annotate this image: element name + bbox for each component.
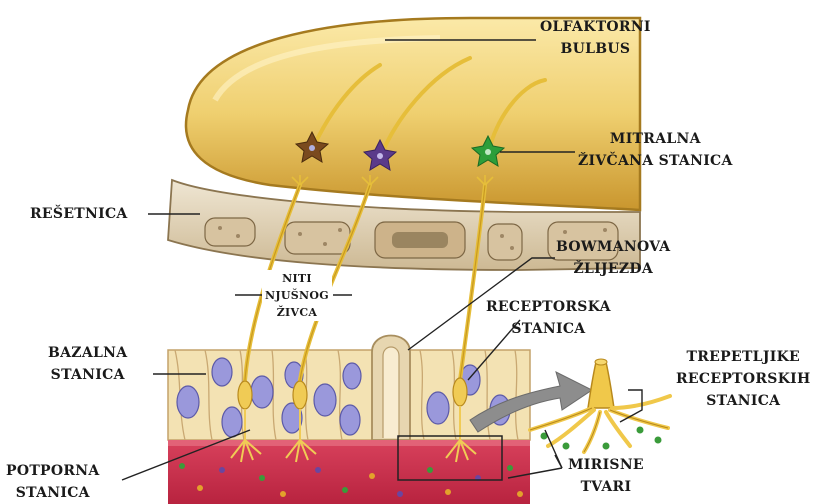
label-cilia-line3: STANICA [676,390,811,412]
label-mitral-cell: MITRALNA ŽIVČANA STANICA [578,128,733,172]
label-nerve-fibers-line1: NITI [262,270,332,287]
label-olfactory-bulb-line2: BULBUS [540,38,651,60]
label-odorants-line2: TVARI [568,476,644,498]
cilia-detail [530,359,670,452]
label-basal-cell: BAZALNA STANICA [48,342,127,386]
label-cilia-line2: RECEPTORSKIH [676,368,811,390]
label-cribriform-plate: REŠETNICA [30,203,128,225]
label-receptor-cell-line1: RECEPTORSKA [486,296,611,318]
label-odorants: MIRISNE TVARI [568,454,644,498]
label-cilia: TREPETLJIKE RECEPTORSKIH STANICA [676,346,811,412]
label-bowman-gland: BOWMANOVA ŽLIJEZDA [556,236,670,280]
label-supporting-cell-line1: POTPORNA [6,460,100,482]
label-bowman-gland-line2: ŽLIJEZDA [556,258,670,280]
label-nerve-fibers-line3: ŽIVCA [262,304,332,321]
label-mitral-cell-line1: MITRALNA [578,128,733,150]
label-receptor-cell-line2: STANICA [486,318,611,340]
label-cribriform-plate-line1: REŠETNICA [30,203,128,225]
label-supporting-cell-line2: STANICA [6,482,100,504]
label-olfactory-bulb: OLFAKTORNI BULBUS [540,16,651,60]
label-cilia-line1: TREPETLJIKE [676,346,811,368]
label-nerve-fibers: NITI NJUŠNOG ŽIVCA [262,270,332,321]
label-bowman-gland-line1: BOWMANOVA [556,236,670,258]
label-basal-cell-line1: BAZALNA [48,342,127,364]
label-olfactory-bulb-line1: OLFAKTORNI [540,16,651,38]
label-basal-cell-line2: STANICA [48,364,127,386]
label-nerve-fibers-line2: NJUŠNOG [262,287,332,304]
label-supporting-cell: POTPORNA STANICA [6,460,100,504]
label-odorants-line1: MIRISNE [568,454,644,476]
label-receptor-cell: RECEPTORSKA STANICA [486,296,611,340]
label-mitral-cell-line2: ŽIVČANA STANICA [578,150,733,172]
